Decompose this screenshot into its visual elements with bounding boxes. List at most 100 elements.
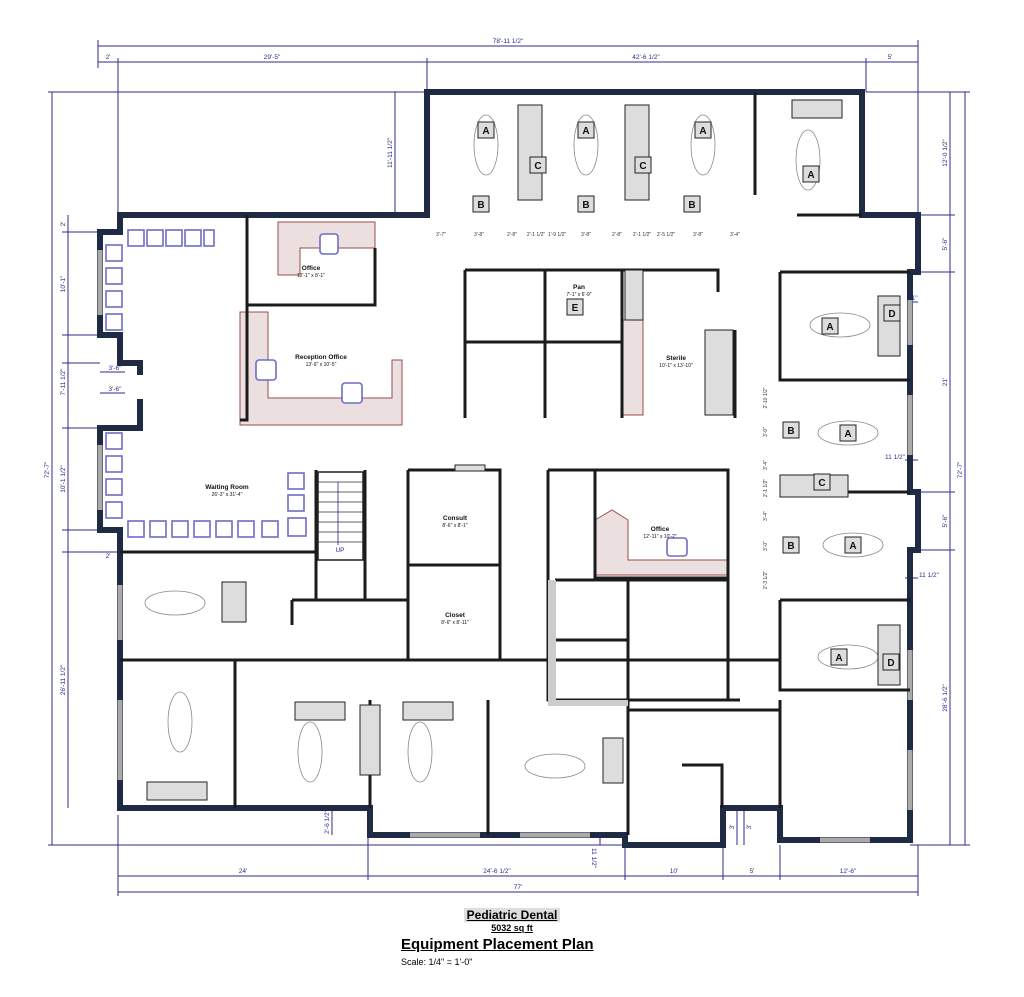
svg-text:7'-11 1/2": 7'-11 1/2" — [60, 368, 67, 396]
svg-text:A: A — [582, 126, 589, 137]
svg-text:8'-6" x 8'-11": 8'-6" x 8'-11" — [441, 620, 469, 626]
svg-text:2'-1 1/2": 2'-1 1/2" — [763, 479, 769, 498]
svg-text:77': 77' — [514, 884, 522, 891]
svg-text:C: C — [818, 478, 825, 489]
svg-text:3'-4": 3'-4" — [763, 511, 769, 521]
svg-text:3'-7": 3'-7" — [436, 232, 446, 238]
room-office-2: Office — [651, 526, 670, 533]
waiting-seats[interactable] — [105, 229, 688, 557]
svg-text:3'-8": 3'-8" — [581, 232, 591, 238]
shaded-work-areas — [239, 221, 729, 576]
svg-text:10'-1" x 13'-10": 10'-1" x 13'-10" — [659, 363, 693, 369]
svg-text:2'-5 1/2": 2'-5 1/2" — [657, 232, 676, 238]
svg-text:28'-6 1/2": 28'-6 1/2" — [942, 684, 949, 712]
tag-a: A — [577, 121, 595, 139]
interior-walls — [120, 92, 910, 835]
svg-text:2'-10 1/2": 2'-10 1/2" — [763, 387, 769, 408]
svg-text:3'-0": 3'-0" — [763, 427, 769, 437]
svg-text:3'-6": 3'-6" — [109, 386, 123, 393]
stair: UP — [317, 471, 364, 561]
tag-b: B — [782, 421, 800, 439]
svg-text:2'-1 1/2": 2'-1 1/2" — [527, 232, 546, 238]
svg-text:A: A — [844, 429, 851, 440]
svg-text:3'-8": 3'-8" — [693, 232, 703, 238]
plan-scale: Scale: 1/4" = 1'-0" — [401, 957, 473, 967]
svg-text:11 1/2": 11 1/2" — [919, 572, 940, 579]
svg-text:B: B — [582, 200, 589, 211]
room-reception: Reception Office — [295, 354, 347, 361]
svg-text:11": 11" — [908, 295, 918, 302]
svg-text:A: A — [482, 126, 489, 137]
tag-d: D — [882, 653, 900, 671]
tag-a: A — [830, 648, 848, 666]
tag-a: A — [694, 121, 712, 139]
svg-text:2'-8": 2'-8" — [507, 232, 517, 238]
room-waiting: Waiting Room — [205, 484, 249, 491]
room-office-1: Office — [302, 265, 321, 272]
svg-text:13'-9" x 10'-5": 13'-9" x 10'-5" — [306, 362, 337, 368]
svg-text:A: A — [849, 541, 856, 552]
svg-text:2'-6 1/2": 2'-6 1/2" — [324, 809, 331, 833]
svg-text:2': 2' — [106, 54, 111, 61]
svg-text:24': 24' — [239, 868, 247, 875]
plan-title: Equipment Placement Plan — [401, 936, 594, 953]
svg-text:D: D — [888, 309, 895, 320]
svg-text:5'-6": 5'-6" — [942, 514, 949, 528]
room-closet: Closet — [445, 612, 466, 619]
tag-a: A — [839, 424, 857, 442]
svg-text:12'-0 1/2": 12'-0 1/2" — [942, 139, 949, 167]
svg-text:11 1/2": 11 1/2" — [885, 454, 906, 461]
svg-text:3'-8": 3'-8" — [474, 232, 484, 238]
operatory-dimension-labels: 3'-7" 3'-8" 2'-8" 2'-1 1/2" 1'-9 1/2" 3'… — [436, 232, 769, 589]
svg-text:29'-5": 29'-5" — [264, 54, 281, 61]
svg-text:B: B — [688, 200, 695, 211]
svg-text:24'-6 1/2": 24'-6 1/2" — [483, 868, 511, 875]
svg-text:B: B — [787, 426, 794, 437]
tag-e: E — [566, 298, 584, 316]
svg-text:5': 5' — [888, 54, 893, 61]
svg-text:D: D — [887, 658, 894, 669]
svg-text:A: A — [826, 322, 833, 333]
svg-text:3': 3' — [729, 825, 736, 830]
tag-b: B — [782, 536, 800, 554]
project-area: 5032 sq ft — [491, 923, 533, 933]
svg-text:3'-4": 3'-4" — [763, 460, 769, 470]
svg-text:2'-8": 2'-8" — [612, 232, 622, 238]
svg-text:2': 2' — [106, 553, 111, 560]
equipment-tags: A A A A A A A A B B B B B C C C D D E — [472, 121, 901, 671]
svg-text:2'-1 1/2": 2'-1 1/2" — [633, 232, 652, 238]
tag-d: D — [883, 304, 901, 322]
room-consult: Consult — [443, 515, 468, 522]
windows — [97, 250, 913, 843]
svg-text:72'-7": 72'-7" — [957, 461, 964, 478]
svg-text:A: A — [807, 170, 814, 181]
svg-text:E: E — [572, 303, 579, 314]
tag-b: B — [683, 195, 701, 213]
svg-text:5': 5' — [750, 868, 755, 875]
svg-text:3'-6": 3'-6" — [109, 365, 123, 372]
room-labels: Office 12'-1" x 8'-1" Reception Office 1… — [205, 265, 693, 626]
svg-text:12'-11" x 10'-2": 12'-11" x 10'-2" — [643, 534, 676, 540]
svg-text:2': 2' — [60, 222, 67, 227]
svg-text:21': 21' — [942, 378, 949, 386]
svg-text:3': 3' — [746, 825, 753, 830]
room-pan: Pan — [573, 284, 585, 291]
svg-text:11'-11 1/2": 11'-11 1/2" — [387, 137, 394, 168]
svg-text:10'-1 1/2": 10'-1 1/2" — [60, 465, 67, 493]
svg-text:3'-0": 3'-0" — [763, 541, 769, 551]
tag-b: B — [577, 195, 595, 213]
svg-text:B: B — [787, 541, 794, 552]
tag-b: B — [472, 195, 490, 213]
room-sterile: Sterile — [666, 355, 686, 362]
svg-text:12'-1" x 8'-1": 12'-1" x 8'-1" — [297, 273, 325, 279]
tag-a: A — [844, 536, 862, 554]
svg-text:7'-1" x 6'-9": 7'-1" x 6'-9" — [566, 292, 591, 298]
tag-a: A — [477, 121, 495, 139]
svg-text:2'-3 1/2": 2'-3 1/2" — [763, 571, 769, 590]
tag-a: A — [821, 317, 839, 335]
svg-text:5'-6": 5'-6" — [942, 237, 949, 251]
svg-text:A: A — [699, 126, 706, 137]
svg-text:72'-7": 72'-7" — [44, 461, 51, 478]
svg-text:11 1/2": 11 1/2" — [590, 848, 597, 869]
